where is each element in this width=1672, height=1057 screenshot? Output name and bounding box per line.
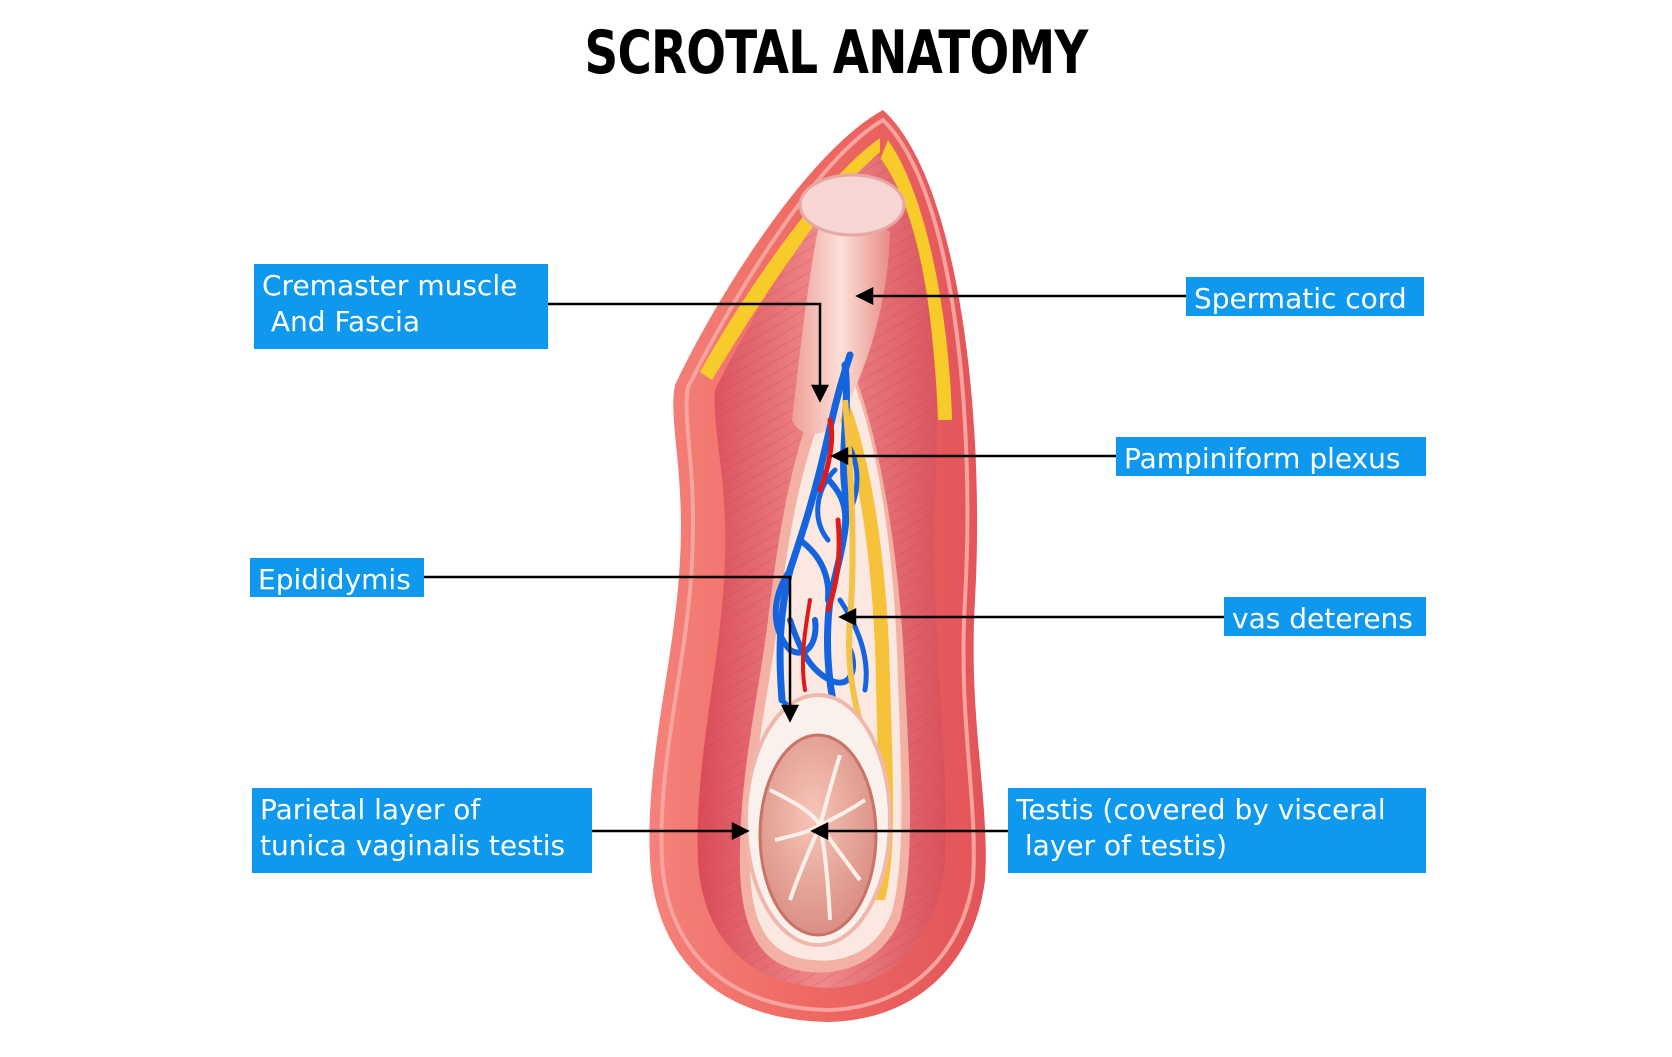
fat-layer-right — [880, 140, 952, 420]
cord-cut-surface — [798, 173, 906, 237]
label-spermatic-cord: Spermatic cord — [1186, 277, 1424, 316]
spermatic-cord — [792, 220, 890, 434]
leader-lines — [424, 286, 1224, 841]
label-pampiniform-plexus: Pampiniform plexus — [1116, 437, 1426, 476]
label-parietal-layer: Parietal layer of tunica vaginalis testi… — [252, 788, 592, 873]
label-testis: Testis (covered by visceral layer of tes… — [1008, 788, 1426, 873]
label-vas-deferens: vas deterens — [1224, 597, 1426, 636]
label-cremaster-muscle: Cremaster muscle And Fascia — [254, 264, 548, 349]
page-title: SCROTAL ANATOMY — [584, 18, 1089, 88]
label-epididymis: Epididymis — [250, 558, 424, 597]
